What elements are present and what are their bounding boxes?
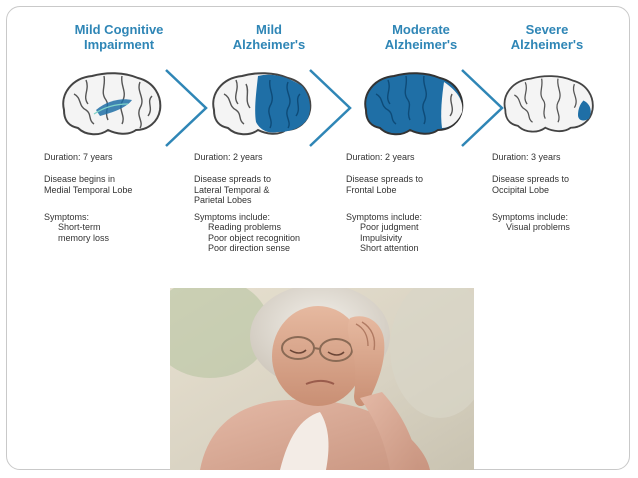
symptoms-heading: Symptoms include:: [194, 212, 271, 222]
symptom-item: Poor direction sense: [208, 243, 291, 253]
symptom-item: Poor object recognition: [208, 232, 301, 243]
symptoms-heading: Symptoms include:: [492, 212, 569, 222]
disease-text: Disease spreads to Lateral Temporal & Pa…: [194, 174, 272, 205]
symptom-item: Visual problems: [506, 222, 570, 232]
symptom-item: Short-term: [58, 222, 101, 232]
symptoms-heading: Symptoms:: [44, 212, 90, 222]
symptom-item: Short attention: [360, 243, 419, 253]
alzheimers-progression-banner: Mild Cognitive Impairment Duration: 7 ye…: [44, 22, 600, 270]
brain-icon: [498, 70, 598, 140]
symptom-list: Short-term memory loss: [58, 222, 109, 243]
disease-text: Disease begins in Medial Temporal Lobe: [44, 174, 133, 195]
symptom-item: memory loss: [58, 232, 110, 243]
symptom-item: Poor judgment: [360, 222, 419, 232]
brain-icon: [358, 70, 468, 140]
duration-text: Duration: 3 years: [492, 152, 561, 162]
symptom-list: Reading problems Poor object recognition…: [208, 222, 300, 254]
duration-text: Duration: 2 years: [194, 152, 263, 162]
symptom-list: Visual problems: [506, 222, 570, 233]
chevron-arrow-icon: [309, 69, 352, 147]
symptom-item: Reading problems: [208, 222, 282, 232]
disease-text: Disease spreads to Frontal Lobe: [346, 174, 424, 195]
brain-icon: [206, 70, 316, 140]
chevron-arrow-icon: [461, 69, 504, 147]
stage-title: Mild Alzheimer's: [232, 22, 306, 52]
elderly-woman-photo: [170, 288, 474, 470]
symptom-list: Poor judgment Impulsivity Short attentio…: [360, 222, 419, 254]
disease-text: Disease spreads to Occipital Lobe: [492, 174, 570, 195]
symptoms-heading: Symptoms include:: [346, 212, 423, 222]
duration-text: Duration: 7 years: [44, 152, 113, 162]
chevron-arrow-icon: [165, 69, 208, 147]
duration-text: Duration: 2 years: [346, 152, 415, 162]
symptom-item: Impulsivity: [360, 232, 403, 243]
stage-title: Mild Cognitive Impairment: [74, 22, 164, 52]
brain-icon: [56, 70, 166, 140]
stage-title: Severe Alzheimer's: [510, 22, 584, 52]
stage-title: Moderate Alzheimer's: [384, 22, 458, 52]
